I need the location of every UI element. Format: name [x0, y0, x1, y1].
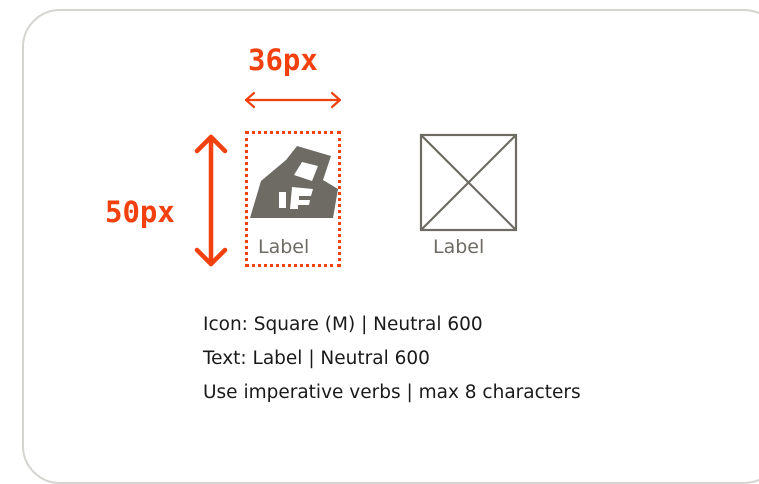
width-dimension-arrow [244, 91, 342, 109]
height-dimension-arrow [194, 134, 228, 267]
placeholder-square-icon [419, 133, 518, 232]
spec-usage-line: Use imperative verbs | max 8 characters [203, 382, 581, 403]
annotation-layer [194, 91, 518, 267]
custom-shape-icon [250, 146, 338, 218]
icon-bounding-box [245, 131, 341, 267]
example-label-1: Label [258, 236, 310, 258]
example-label-2: Label [433, 236, 485, 258]
width-dimension-label: 36px [248, 43, 318, 77]
spec-icon-line: Icon: Square (M) | Neutral 600 [203, 314, 483, 335]
spec-text-line: Text: Label | Neutral 600 [203, 348, 430, 369]
height-dimension-label: 50px [105, 195, 175, 229]
spec-card [22, 9, 759, 484]
